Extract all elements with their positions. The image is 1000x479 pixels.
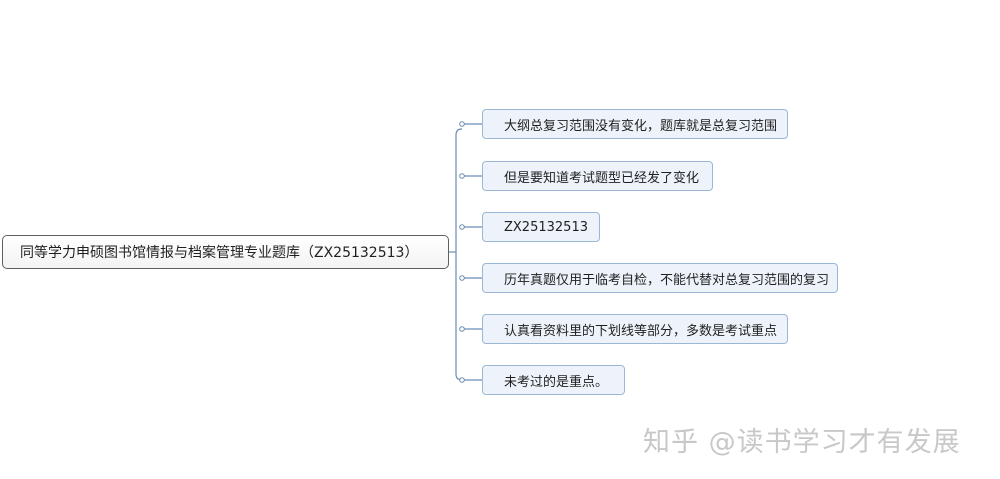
root-topic-node[interactable]: 同等学力申硕图书馆情报与档案管理专业题库（ZX25132513）	[2, 235, 449, 269]
subtopic-label: 未考过的是重点。	[504, 374, 609, 390]
subtopic-node-5[interactable]: 认真看资料里的下划线等部分，多数是考试重点	[482, 314, 788, 344]
subtopic-node-2[interactable]: 但是要知道考试题型已经发了变化	[482, 161, 713, 191]
subtopic-node-3[interactable]: ZX25132513	[482, 212, 600, 242]
branch-connector-dot-5	[459, 326, 465, 332]
subtopic-label: ZX25132513	[504, 219, 588, 235]
subtopic-label: 历年真题仅用于临考自检，不能代替对总复习范围的复习	[504, 272, 830, 288]
branch-connector-dot-2	[459, 173, 465, 179]
subtopic-node-4[interactable]: 历年真题仅用于临考自检，不能代替对总复习范围的复习	[482, 263, 838, 293]
subtopic-label: 但是要知道考试题型已经发了变化	[504, 170, 700, 186]
branch-connector-dot-6	[459, 377, 465, 383]
root-topic-label: 同等学力申硕图书馆情报与档案管理专业题库（ZX25132513）	[20, 245, 419, 261]
subtopic-node-1[interactable]: 大纲总复习范围没有变化，题库就是总复习范围	[482, 109, 788, 139]
subtopic-label: 认真看资料里的下划线等部分，多数是考试重点	[504, 323, 778, 339]
trunk-line	[455, 128, 463, 381]
branch-connector-dot-4	[459, 275, 465, 281]
subtopic-node-6[interactable]: 未考过的是重点。	[482, 365, 625, 395]
branch-connector-dot-3	[459, 224, 465, 230]
subtopic-label: 大纲总复习范围没有变化，题库就是总复习范围	[504, 118, 778, 134]
watermark: 知乎 @读书学习才有发展	[643, 427, 961, 458]
branch-connector-dot-1	[459, 121, 465, 127]
